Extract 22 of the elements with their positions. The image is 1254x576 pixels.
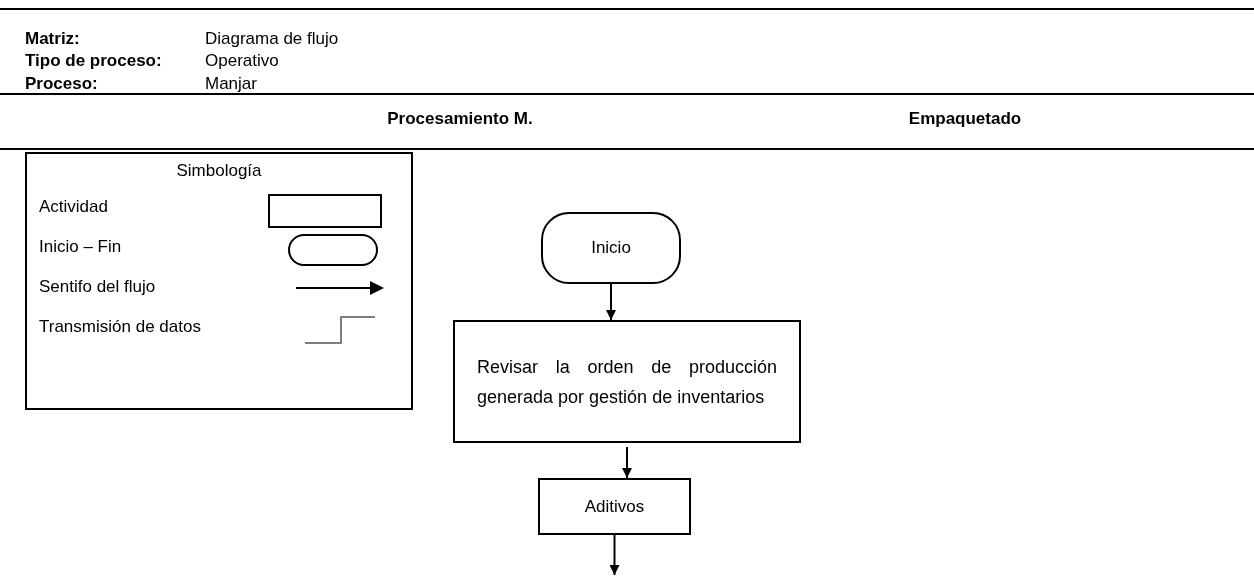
field-value: Diagrama de flujo	[205, 30, 339, 47]
node-text: Revisar la orden de producción generada por gestión de inventarios	[477, 355, 777, 409]
arrow	[606, 283, 616, 321]
legend-text: Inicio – Fin	[39, 236, 122, 258]
field-label: Tipo de proceso:	[25, 52, 162, 69]
arrow	[609, 534, 620, 576]
process-box	[538, 478, 691, 535]
field-value: Manjar	[205, 75, 257, 92]
field-label: Matriz:	[25, 30, 80, 47]
field-value: Operativo	[205, 52, 279, 69]
field-label: Proceso:	[25, 75, 98, 92]
process-box	[453, 320, 801, 443]
legend-text: Actividad	[39, 196, 108, 218]
legend-text: Sentifo del flujo	[39, 276, 156, 298]
node-text: Inicio	[591, 237, 631, 260]
terminal-shape	[541, 212, 681, 284]
node-text: Aditivos	[584, 495, 645, 518]
legend-title: Simbología	[175, 160, 263, 182]
legend-text: Transmisión de datos	[39, 316, 201, 338]
arrow	[622, 446, 632, 479]
column-header: Procesamiento M.	[387, 110, 533, 127]
column-header: Empaquetado	[908, 110, 1022, 127]
